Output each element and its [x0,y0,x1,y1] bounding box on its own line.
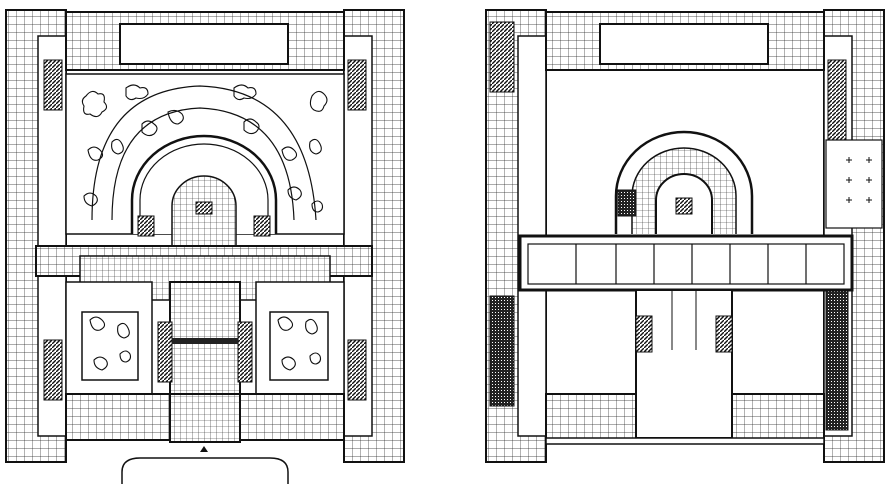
nave-side-right [237,321,253,383]
nave-side-left [157,321,173,383]
entry-marker [200,446,208,452]
ground-floor-plan [5,9,405,484]
upper-left-wing-dark-mid [489,295,515,407]
central-apse-core [171,175,237,261]
lower-courtyard-right [255,281,345,395]
lower-courtyard-left [65,281,153,395]
garden-right [269,311,329,381]
upper-bottom-band [545,393,637,441]
upper-right-wing-open [825,139,883,229]
central-altar [195,201,213,215]
upper-tower-axis [671,290,697,350]
central-apse-ring [139,143,269,234]
forecourt-arc [121,457,289,484]
upper-left-wing-dark-top [489,21,515,93]
trees-upper [81,84,328,213]
upper-tower-left-notch [635,315,653,353]
upper-bottom-strip [545,437,825,445]
garden-path-arc-inner [111,107,295,221]
left-wing-stair-bottom [43,339,63,401]
right-wing-stair-bottom [347,339,367,401]
right-wing-stair-top [347,59,367,111]
upper-apse-left-dark [617,189,637,217]
upper-right-wing-dark-mid [825,289,849,431]
apse-side-right [253,215,271,237]
upper-bottom-band-right [731,393,825,441]
upper-gallery-inner [527,243,845,285]
trees-lower [89,316,322,371]
upper-tower-right-notch [715,315,733,353]
garden-left [81,311,139,381]
upper-floor-plan [485,9,885,463]
upper-top-hall [599,23,769,65]
bottom-nave-overlay [169,393,241,443]
left-wing-stair-top [43,59,63,111]
gallery-bays [575,244,807,284]
nave-dark-band [172,338,238,344]
upper-right-wing-dark-top [827,59,847,141]
upper-apse-shrine [675,197,693,215]
upper-tower [635,289,733,439]
column-marks [846,157,872,203]
apse-side-left [137,215,155,237]
top-hall [119,23,289,65]
garden-path-arc [91,85,317,221]
